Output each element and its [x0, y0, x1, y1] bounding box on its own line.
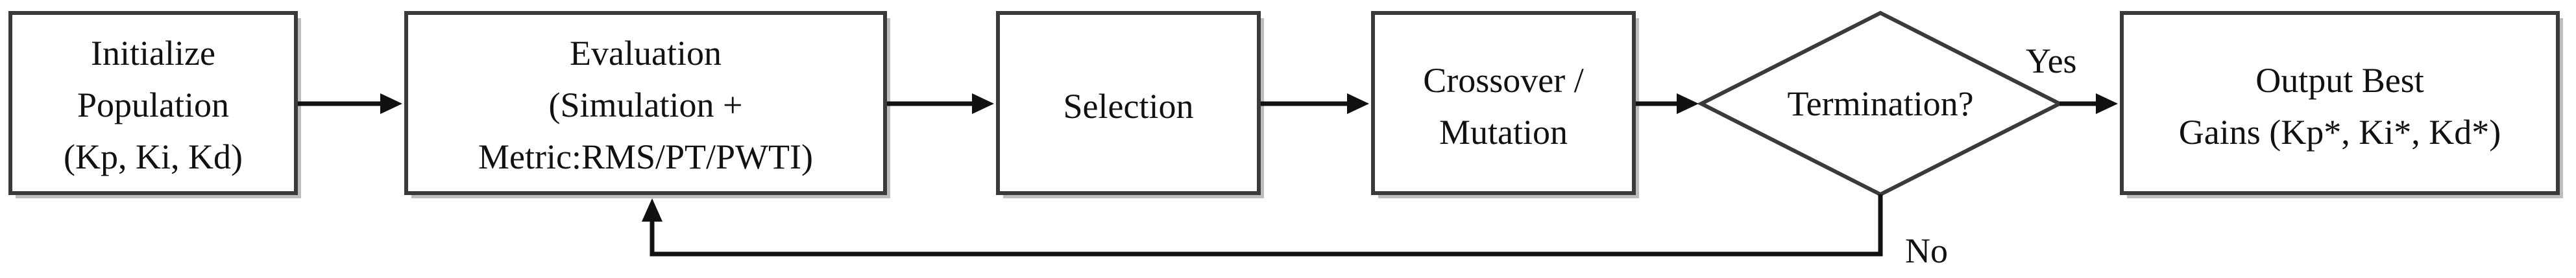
arrow-termination-to-evaluation-feedback — [642, 194, 1883, 257]
crossover-mutation-node: Crossover / Mutation — [1371, 11, 1639, 198]
arrow-evaluation-to-selection — [887, 93, 994, 114]
arrow-selection-to-crossover — [1261, 93, 1369, 114]
selection-line-1: Selection — [1063, 87, 1194, 126]
selection-node: Selection — [996, 11, 1264, 198]
evaluation-line-2: (Simulation + — [549, 86, 743, 124]
termination-decision-node: Termination? — [1697, 10, 2064, 197]
output-line-1: Output Best — [2255, 61, 2424, 100]
initialize-population-node: Initialize Population (Kp, Ki, Kd) — [8, 11, 301, 198]
initialize-line-2: Population — [77, 86, 229, 124]
output-line-2: Gains (Kp*, Ki*, Kd*) — [2179, 113, 2501, 152]
crossover-line-2: Mutation — [1439, 113, 1568, 152]
output-best-gains-node: Output Best Gains (Kp*, Ki*, Kd*) — [2120, 11, 2563, 198]
initialize-line-1: Initialize — [91, 34, 215, 73]
arrow-crossover-to-termination — [1636, 93, 1699, 114]
arrow-termination-to-output — [2060, 93, 2118, 114]
initialize-line-3: (Kp, Ki, Kd) — [64, 137, 243, 176]
no-label: No — [1905, 231, 1948, 270]
termination-line-1: Termination? — [1787, 84, 1973, 123]
evaluation-line-1: Evaluation — [570, 34, 722, 73]
crossover-line-1: Crossover / — [1423, 61, 1583, 100]
evaluation-line-3: Metric:RMS/PT/PWTI) — [478, 137, 813, 176]
evaluation-node: Evaluation (Simulation + Metric:RMS/PT/P… — [404, 11, 890, 198]
yes-label: Yes — [2026, 41, 2077, 80]
arrow-initialize-to-evaluation — [298, 93, 402, 114]
